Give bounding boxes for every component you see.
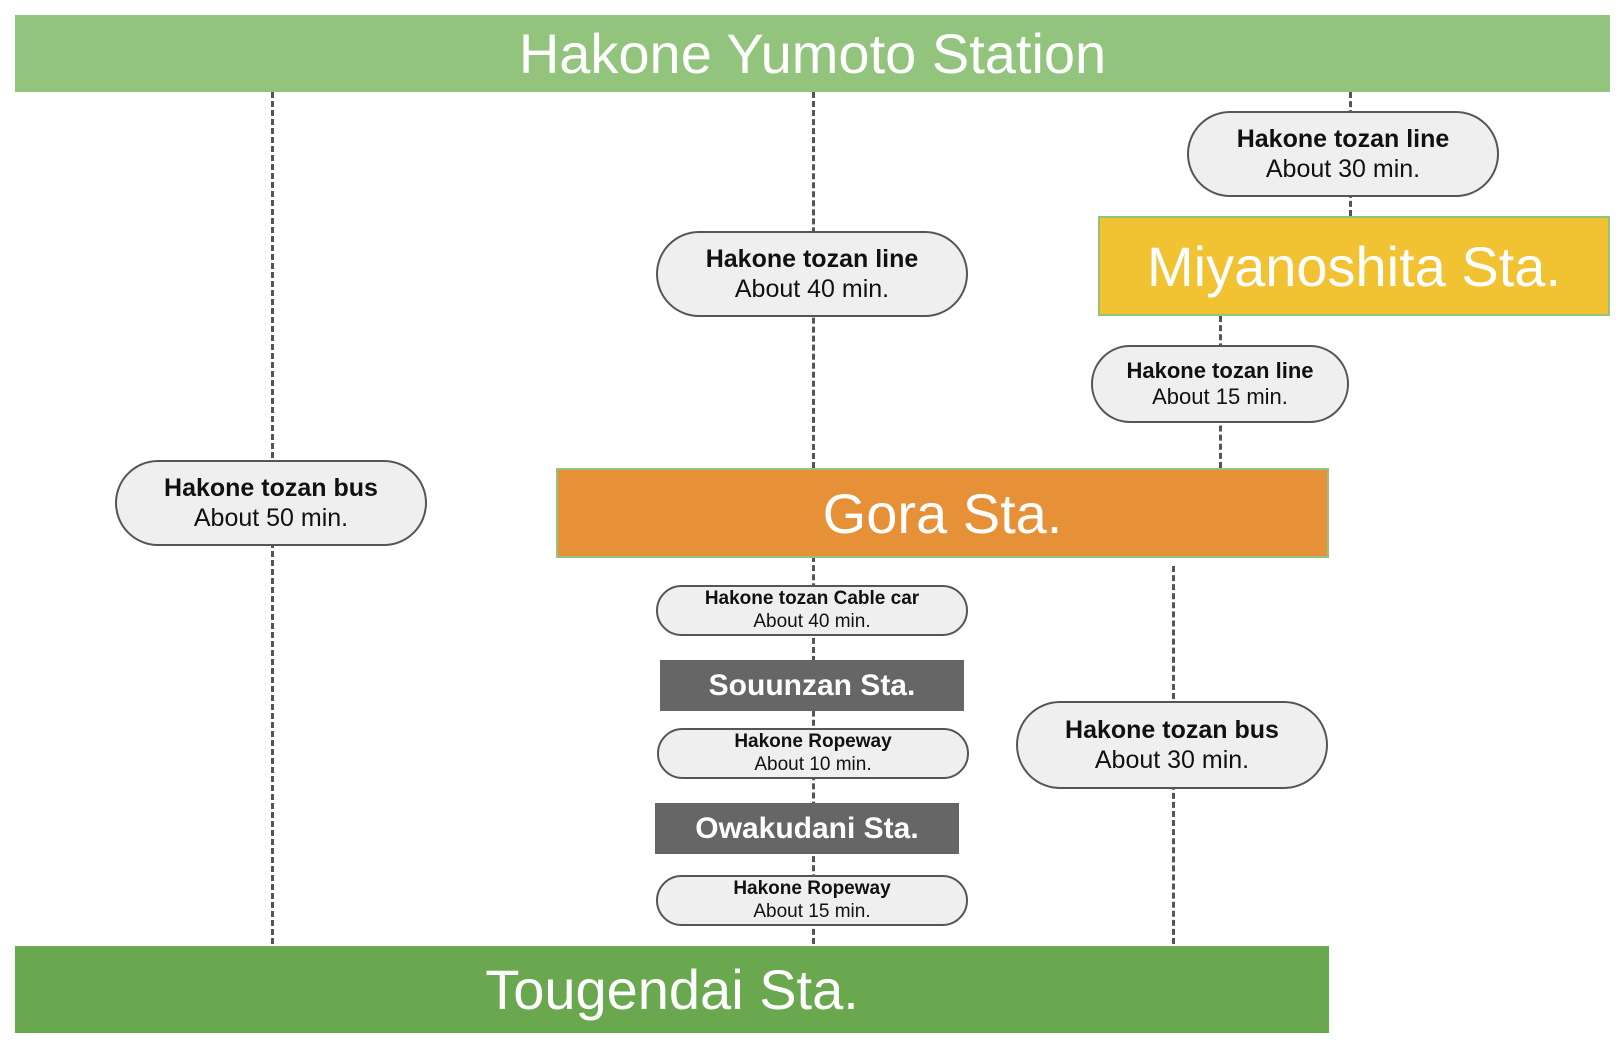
station-hakone-yumoto: Hakone Yumoto Station bbox=[15, 15, 1610, 92]
station-tougendai-label: Tougendai Sta. bbox=[485, 958, 859, 1021]
station-hakone-yumoto-label: Hakone Yumoto Station bbox=[518, 22, 1107, 85]
route-tozan-15-time: About 15 min. bbox=[1152, 384, 1288, 409]
route-tozan-30-time: About 30 min. bbox=[1265, 155, 1421, 183]
route-bus-30-line: Hakone tozan bus bbox=[1065, 716, 1279, 744]
route-ropeway-15-time: About 15 min. bbox=[753, 900, 871, 922]
station-gora-label: Gora Sta. bbox=[822, 481, 1063, 545]
route-tozan-15: Hakone tozan line About 15 min. bbox=[1091, 345, 1349, 423]
station-miyanoshita-label: Miyanoshita Sta. bbox=[1147, 234, 1561, 298]
station-gora: Gora Sta. bbox=[556, 468, 1329, 558]
route-tozan-40-time: About 40 min. bbox=[734, 275, 890, 303]
route-tozan-40-line: Hakone tozan line bbox=[705, 245, 919, 273]
route-cable-40-line: Hakone tozan Cable car bbox=[704, 587, 920, 609]
route-tozan-40: Hakone tozan line About 40 min. bbox=[656, 231, 968, 317]
route-ropeway-15-line: Hakone Ropeway bbox=[733, 877, 891, 899]
route-tozan-30: Hakone tozan line About 30 min. bbox=[1187, 111, 1499, 197]
station-souunzan-label: Souunzan Sta. bbox=[708, 668, 916, 702]
route-bus-50-line: Hakone tozan bus bbox=[164, 474, 378, 502]
route-ropeway-10: Hakone Ropeway About 10 min. bbox=[657, 728, 969, 779]
station-owakudani-label: Owakudani Sta. bbox=[695, 811, 919, 845]
station-owakudani: Owakudani Sta. bbox=[655, 803, 959, 854]
station-tougendai: Tougendai Sta. bbox=[15, 946, 1329, 1033]
route-bus-30: Hakone tozan bus About 30 min. bbox=[1016, 701, 1328, 789]
route-bus-30-time: About 30 min. bbox=[1094, 746, 1250, 774]
station-souunzan: Souunzan Sta. bbox=[660, 660, 964, 711]
route-cable-40-time: About 40 min. bbox=[753, 610, 871, 632]
route-ropeway-10-line: Hakone Ropeway bbox=[734, 730, 892, 752]
route-bus-50: Hakone tozan bus About 50 min. bbox=[115, 460, 427, 546]
route-tozan-15-line: Hakone tozan line bbox=[1126, 357, 1314, 383]
route-tozan-30-line: Hakone tozan line bbox=[1236, 125, 1450, 153]
route-ropeway-15: Hakone Ropeway About 15 min. bbox=[656, 875, 968, 926]
route-ropeway-10-time: About 10 min. bbox=[754, 753, 872, 775]
route-cable-40: Hakone tozan Cable car About 40 min. bbox=[656, 585, 968, 636]
station-miyanoshita: Miyanoshita Sta. bbox=[1098, 216, 1610, 316]
route-bus-50-time: About 50 min. bbox=[193, 504, 349, 532]
